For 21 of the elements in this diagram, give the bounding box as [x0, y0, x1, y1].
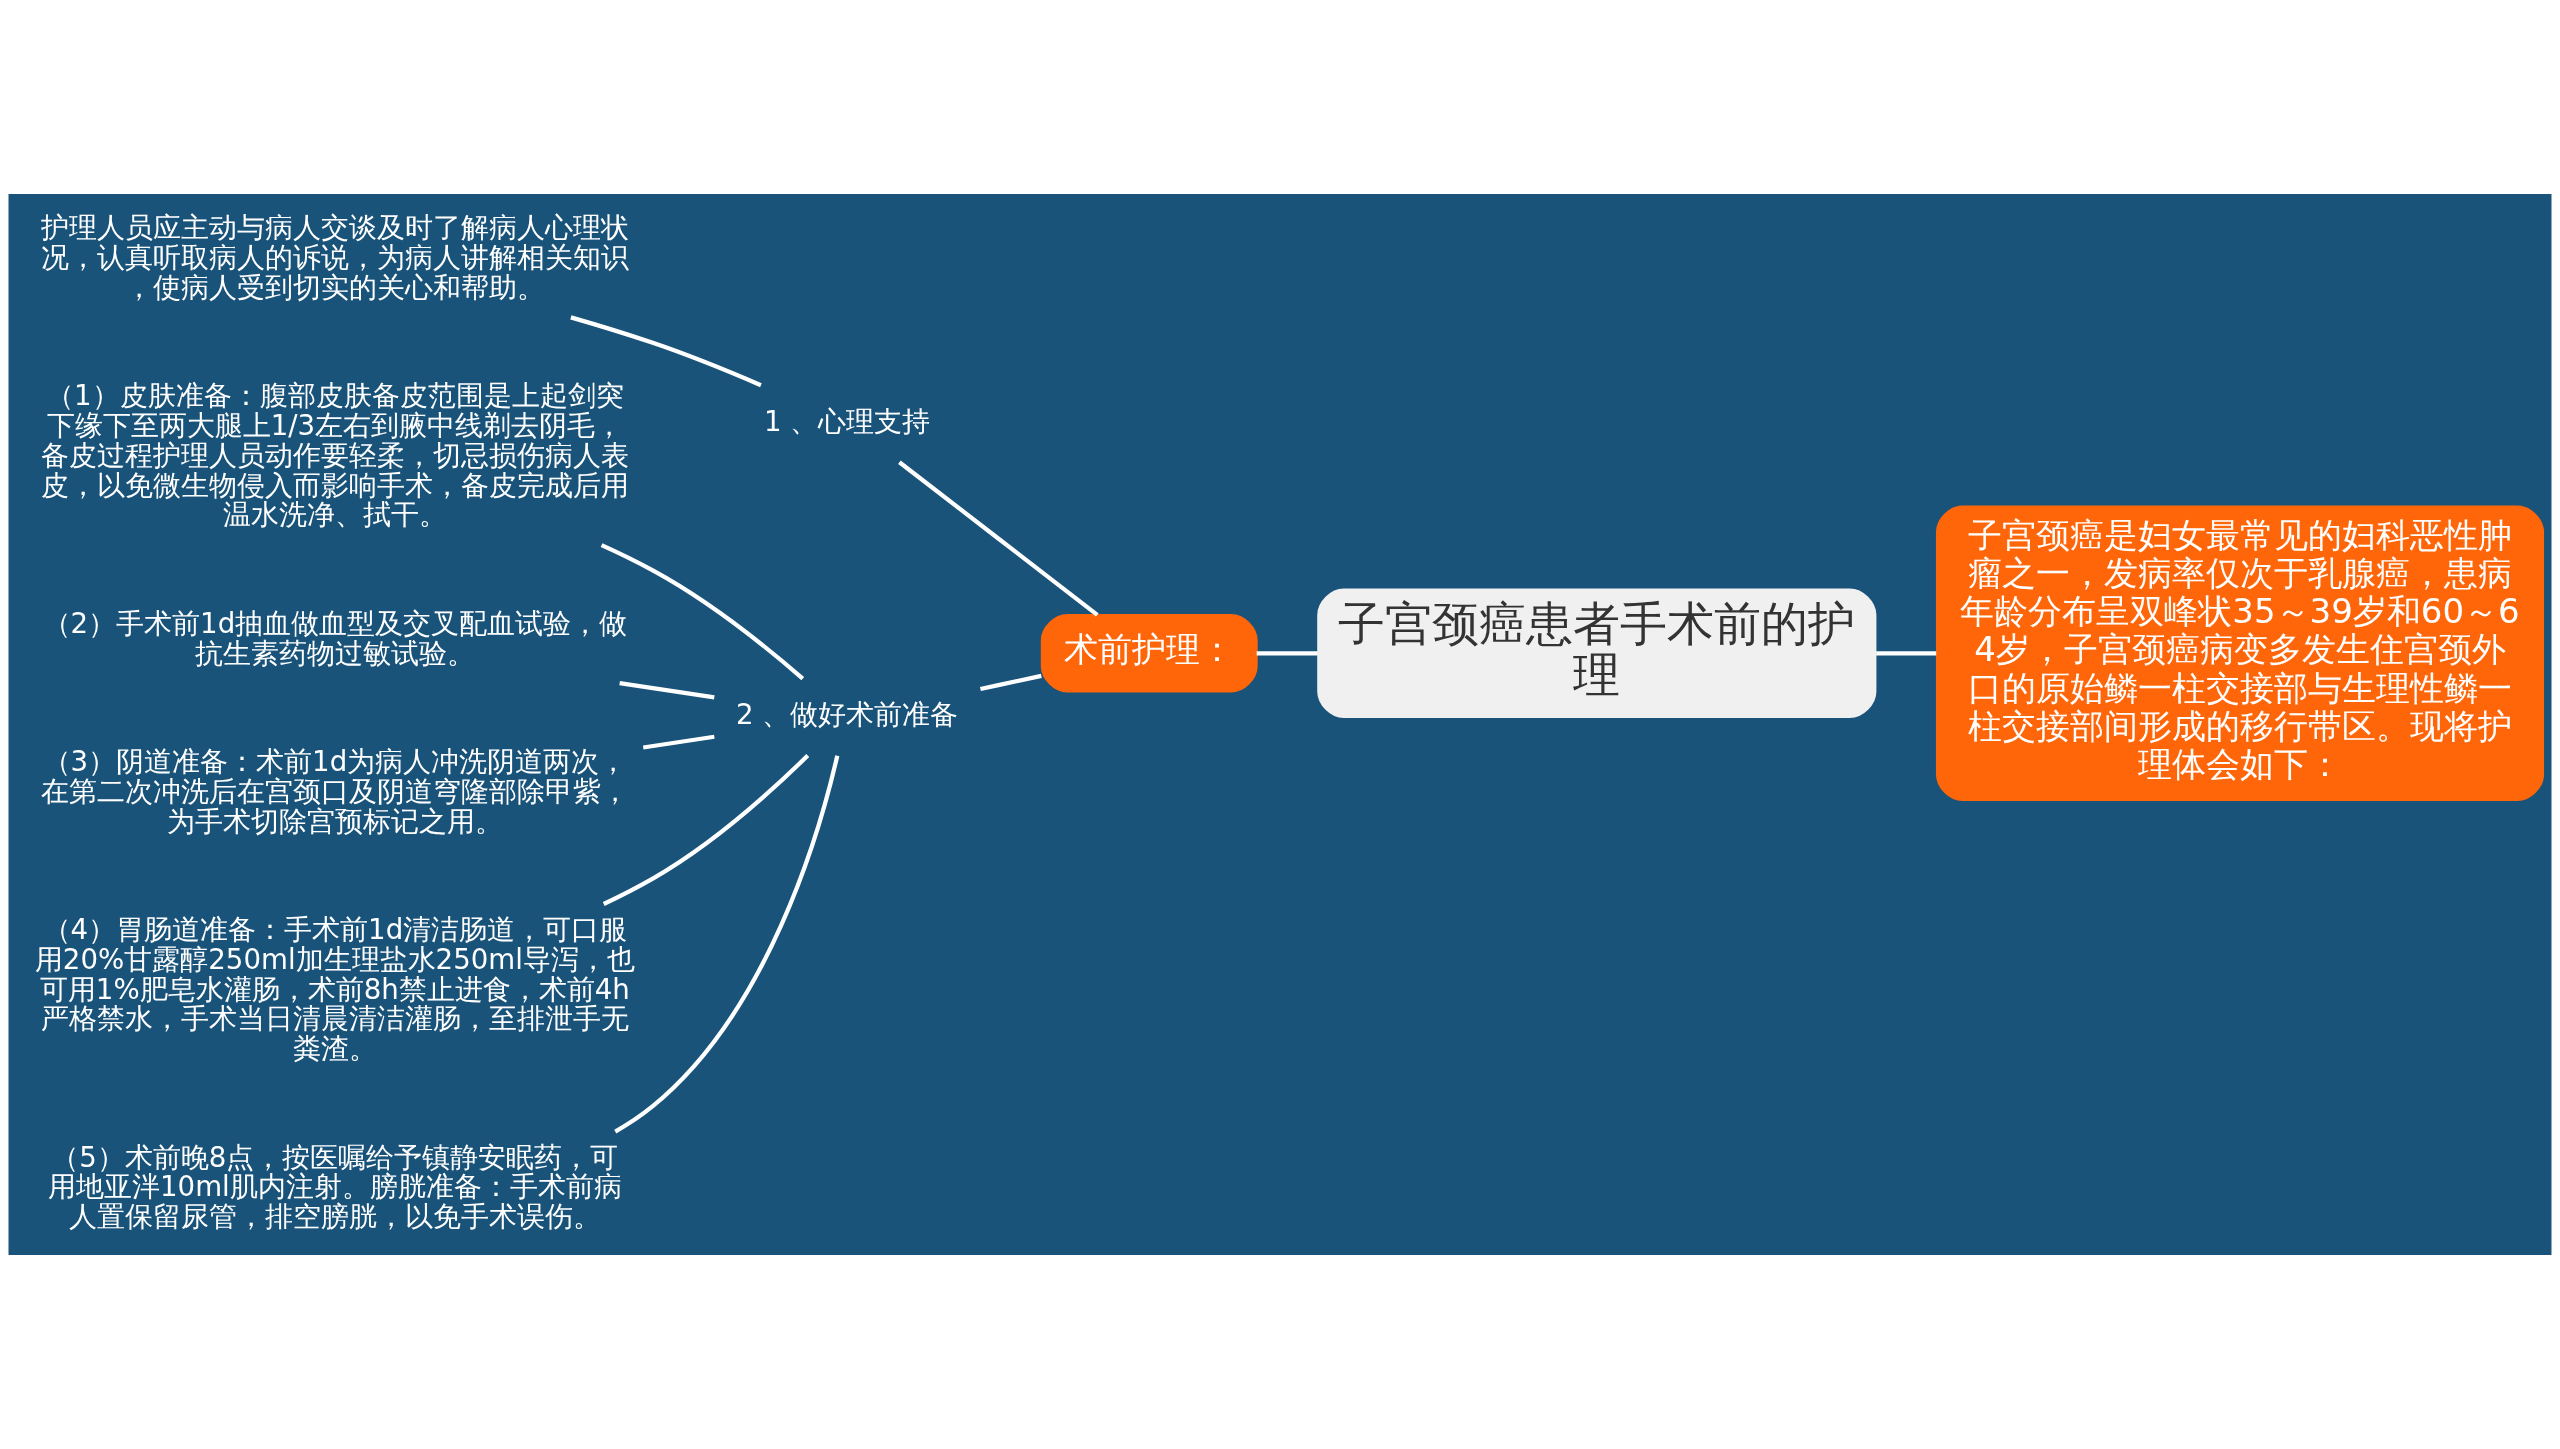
- connector: [1876, 651, 1937, 656]
- node-text: 2 、做好术前准备: [736, 698, 959, 732]
- node-text: （2）手术前1d抽血做血型及交叉配血试验，做抗生素药物过敏试验。: [42, 606, 628, 670]
- node-text: （1）皮肤准备：腹部皮肤备皮范围是上起剑突下缘下至两大腿上1/3左右到腋中线剃去阴毛，备皮过程护理人员动作要轻柔，切忌损伤病人表皮，以免微生物侵入而影响手术，备皮完成后用温水洗净、拭干。: [40, 379, 629, 532]
- node-box: 子宫颈癌患者手术前的护理: [1317, 588, 1877, 719]
- node-text: （5）术前晚8点，按医嘱给予镇静安眠药，可用地亚泮10ml肌内注射。膀胱准备：手术前病人置保留尿管，排空膀胱，以免手术误伤。: [48, 1140, 622, 1234]
- connector: [619, 680, 715, 700]
- node-text: 1 、心理支持: [764, 404, 931, 438]
- connector: [642, 734, 715, 750]
- connector: [1256, 651, 1318, 656]
- connector: [898, 460, 1099, 617]
- node-text: 护理人员应主动与病人交谈及时了解病人心理状况，认真听取病人的诉说，为病人讲解相关知识，使病人受到切实的关心和帮助。: [40, 211, 629, 304]
- connector: [602, 754, 810, 906]
- connector: [570, 315, 762, 388]
- node-box: 术前护理：: [1040, 613, 1258, 693]
- node-text: （4）胃肠道准备：手术前1d清洁肠道，可口服用20%甘露醇250ml加生理盐水250ml导泻，也可用1%肥皂水灌肠，术前8h禁止进食，术前4h严格禁水，手术当日清晨清洁灌肠，至排泄手无粪渣。: [34, 913, 635, 1066]
- connector: [614, 755, 840, 1134]
- node-text: （3）阴道准备：术前1d为病人冲洗阴道两次，在第二次冲洗后在宫颈口及阴道穹隆部除甲紫，为手术切除宫预标记之用。: [40, 745, 629, 838]
- node-box: 子宫颈癌是妇女最常见的妇科恶性肿瘤之一，发病率仅次于乳腺癌，患病年龄分布呈双峰状35～39岁和60～64岁，子宫颈癌病变多发生住宫颈外口的原始鳞一柱交接部与生理性鳞一柱交接部间形成的移行带区。现将护理体会如下：: [1935, 505, 2545, 802]
- connector: [979, 673, 1042, 692]
- connector: [600, 543, 805, 681]
